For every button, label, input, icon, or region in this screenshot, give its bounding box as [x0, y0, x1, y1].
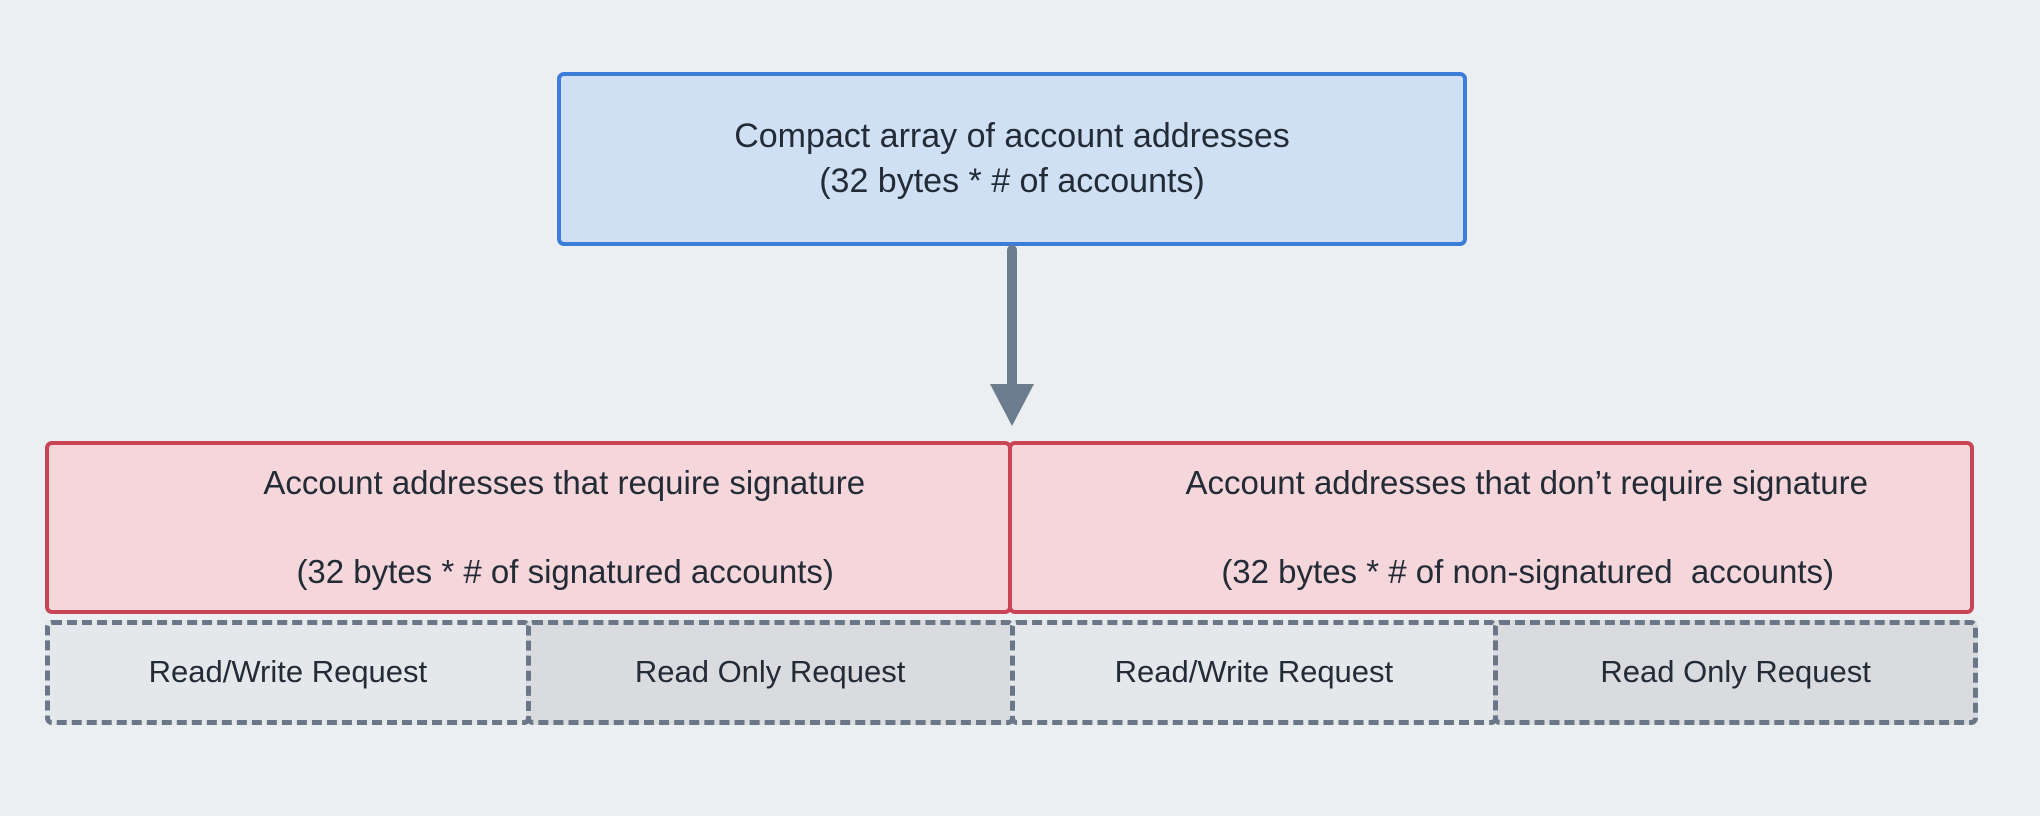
require-signature-line-1: Account addresses that require signature [263, 464, 866, 502]
dont-require-signature-line-1: Account addresses that don’t require sig… [1185, 464, 1868, 502]
down-arrow-icon [990, 245, 1034, 426]
node-addresses-dont-require-signature-label: Account addresses that don’t require sig… [1114, 417, 1868, 638]
node-read-only-request-signed[interactable]: Read Only Request [525, 620, 1015, 725]
node-addresses-dont-require-signature[interactable]: Account addresses that don’t require sig… [1008, 441, 1974, 614]
signature-group-row: Account addresses that require signature… [45, 441, 1978, 614]
read-only-request-signed-label: Read Only Request [634, 654, 906, 690]
read-only-request-unsigned-label: Read Only Request [1600, 654, 1871, 690]
node-read-write-request-unsigned[interactable]: Read/Write Request [1009, 620, 1499, 725]
node-compact-array-label: Compact array of account addresses (32 b… [734, 117, 1290, 200]
read-write-request-unsigned-label: Read/Write Request [1114, 654, 1394, 690]
require-signature-line-2: (32 bytes * # of signatured accounts) [296, 552, 834, 590]
dont-require-signature-line-2: (32 bytes * # of non-signatured accounts… [1221, 552, 1835, 590]
node-addresses-require-signature-label: Account addresses that require signature… [192, 417, 865, 638]
node-read-write-request-signed[interactable]: Read/Write Request [45, 620, 531, 725]
node-compact-array-of-account-addresses[interactable]: Compact array of account addresses (32 b… [557, 72, 1467, 246]
node-addresses-require-signature[interactable]: Account addresses that require signature… [45, 441, 1012, 614]
request-type-row: Read/Write Request Read Only Request Rea… [45, 620, 1978, 725]
read-write-request-signed-label: Read/Write Request [148, 654, 428, 690]
node-read-only-request-unsigned[interactable]: Read Only Request [1493, 620, 1978, 725]
